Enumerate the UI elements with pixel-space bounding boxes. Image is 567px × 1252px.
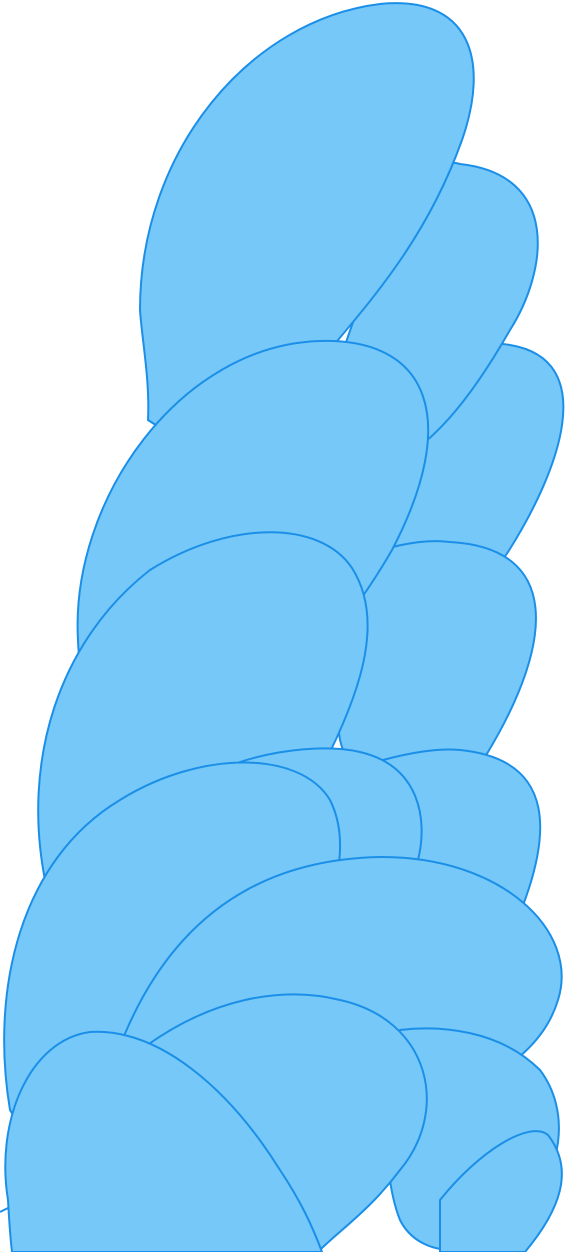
leaf-shape [439,1130,563,1252]
edge-stroke [0,1207,9,1213]
leaf-shape [4,1030,323,1252]
